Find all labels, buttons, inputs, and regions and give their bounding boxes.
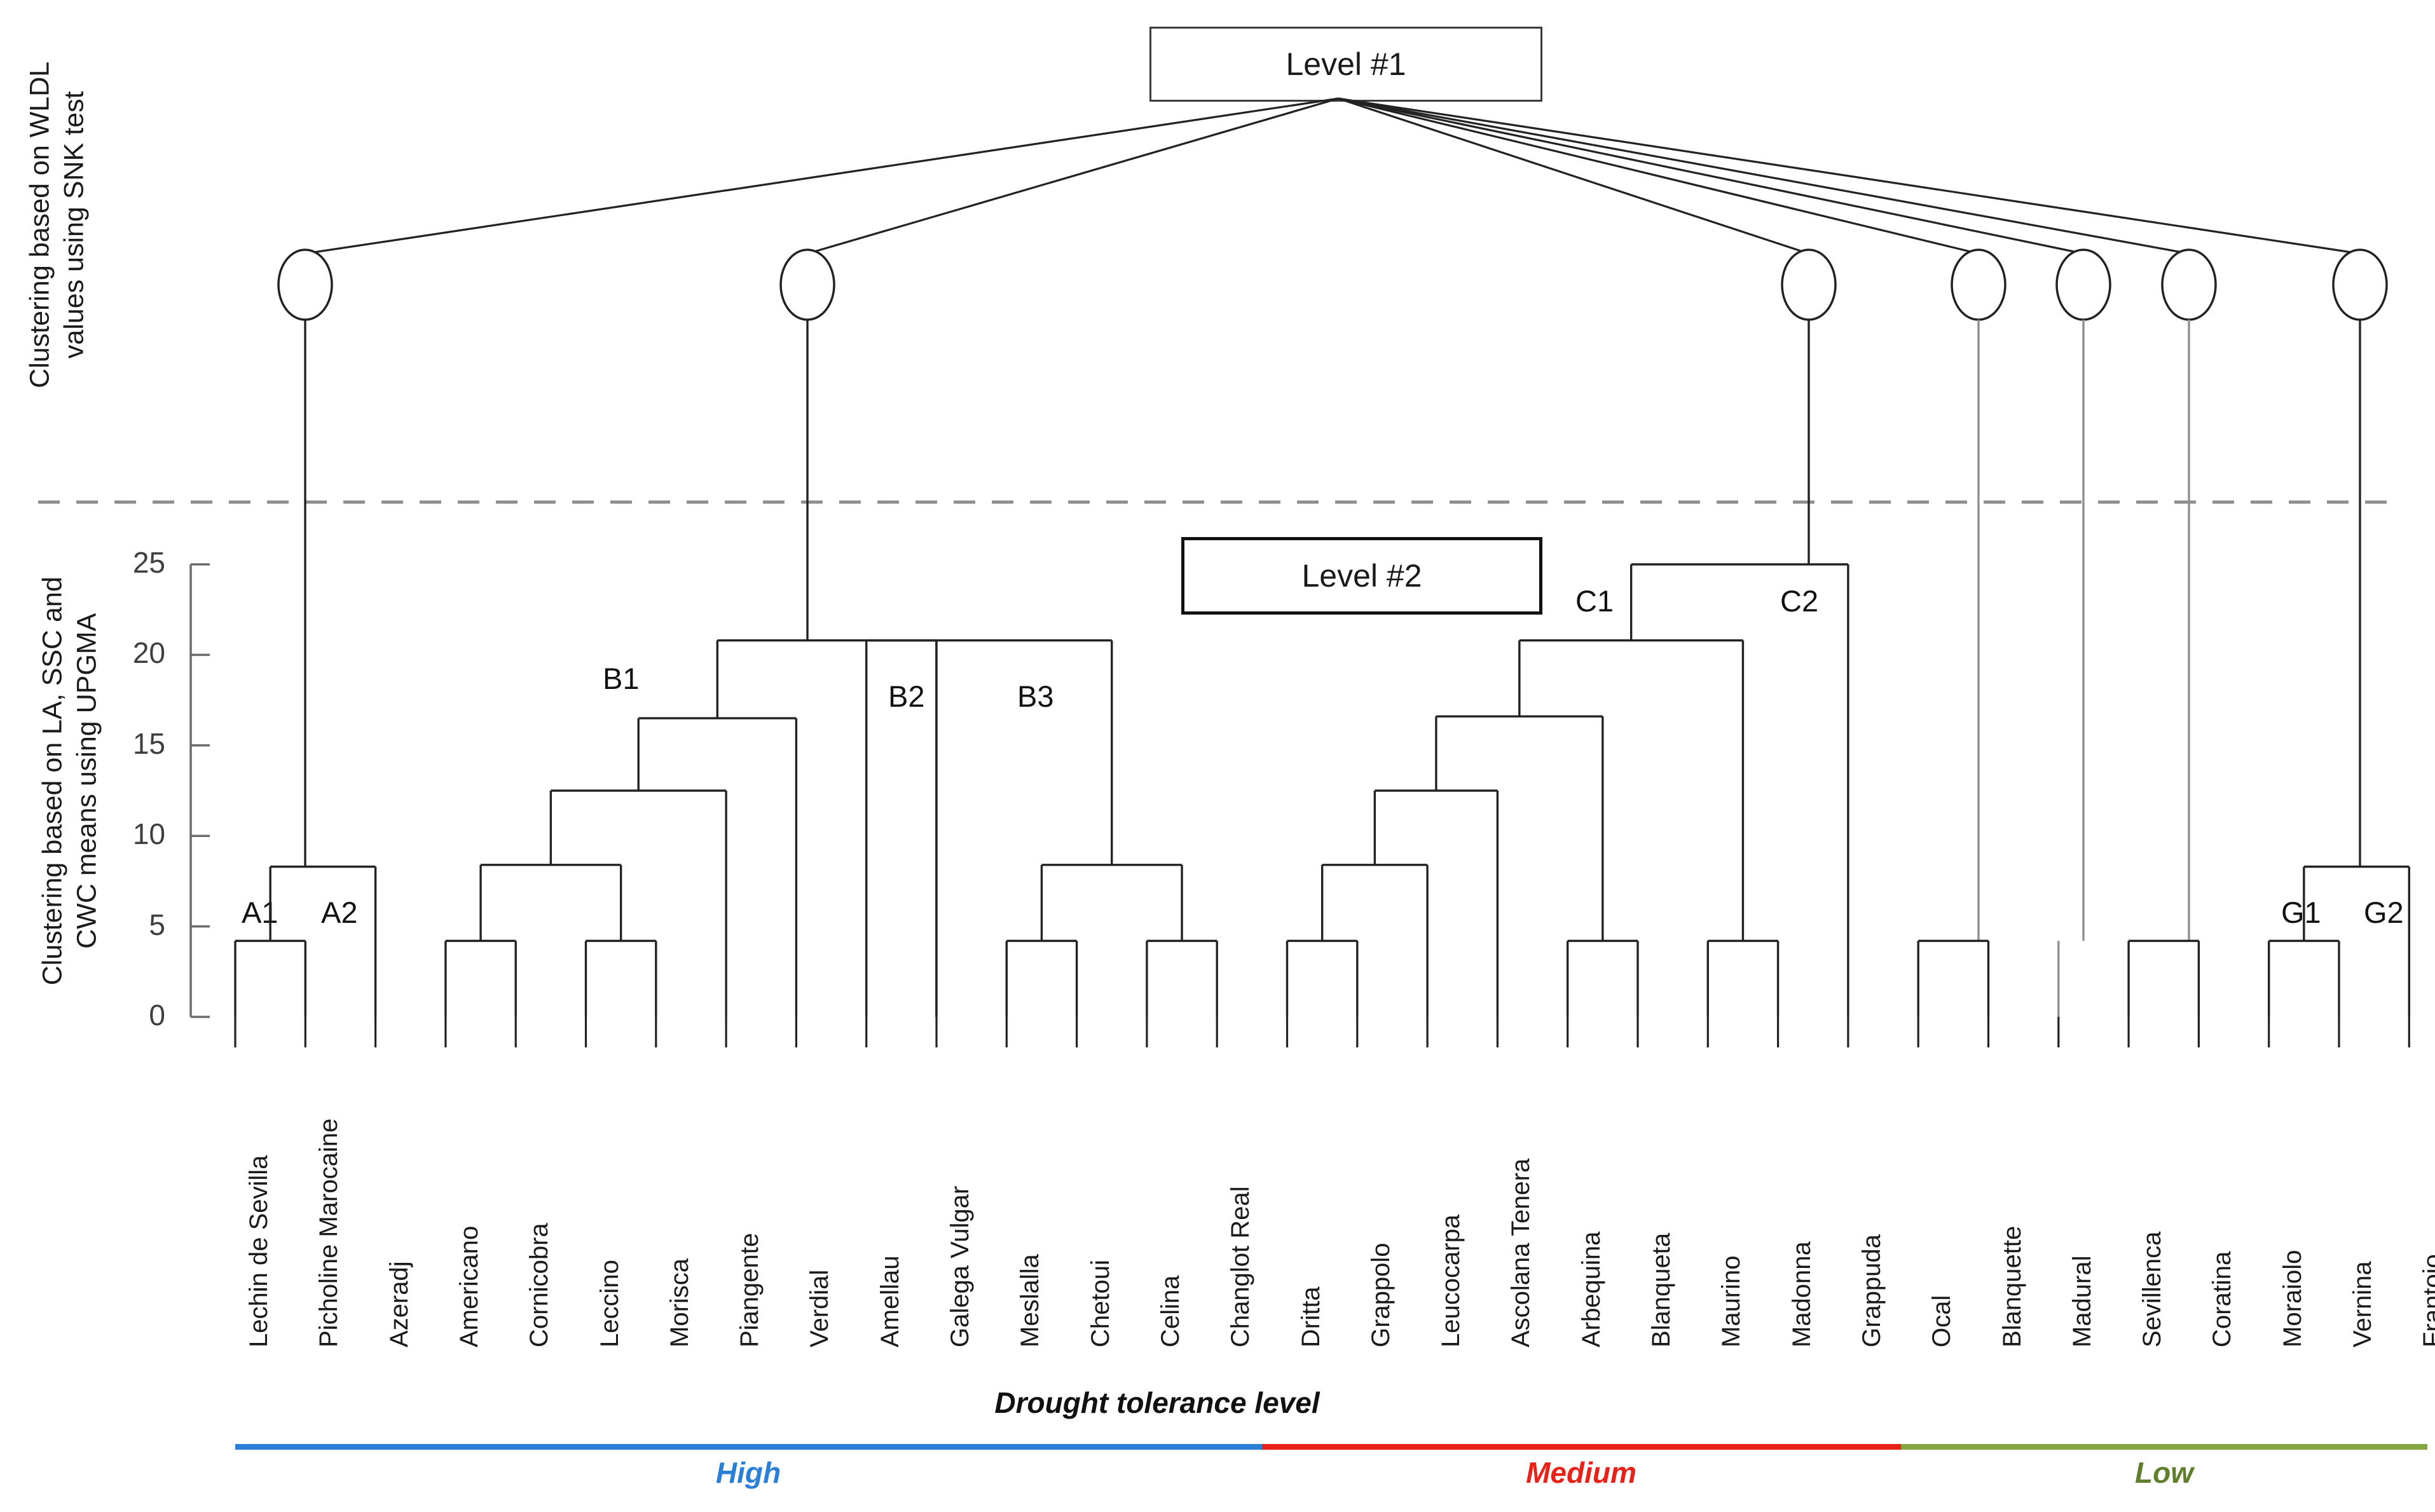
subcluster-label-G1: G1 [2281, 896, 2321, 929]
subcluster-label-C2: C2 [1780, 584, 1819, 618]
tolerance-label-low: Low [2135, 1456, 2193, 1489]
tolerance-bar-high [235, 1444, 1262, 1450]
snk-branch-B [807, 97, 1339, 255]
snk-circle-C [1781, 249, 1837, 321]
snk-branch-A [305, 97, 1339, 255]
snk-circle-F [2161, 249, 2217, 321]
snk-branch-F [1338, 97, 2190, 255]
snk-branch-D [1338, 97, 1979, 255]
snk-branch-E [1338, 97, 2084, 255]
subcluster-label-B3: B3 [1017, 679, 1054, 713]
ytick-25: 25 [132, 546, 165, 579]
ytick-5: 5 [149, 908, 165, 941]
subcluster-label-C1: C1 [1575, 584, 1614, 618]
ytick-10: 10 [132, 817, 165, 850]
subcluster-label-A2: A2 [321, 896, 358, 929]
subcluster-label-A1: A1 [242, 896, 278, 929]
snk-branch-G [1338, 97, 2361, 255]
snk-circle-D [1951, 249, 2006, 321]
subcluster-label-B2: B2 [888, 679, 925, 713]
tolerance-label-high: High [715, 1456, 781, 1489]
tolerance-label-medium: Medium [1526, 1456, 1636, 1489]
snk-circle-A [277, 249, 333, 321]
snk-circle-E [2055, 249, 2111, 321]
snk-circle-G [2332, 249, 2388, 321]
tolerance-bar-medium [1262, 1444, 1901, 1450]
ytick-15: 15 [132, 727, 165, 760]
snk-branch-C [1338, 97, 1809, 255]
subcluster-label-B1: B1 [603, 662, 640, 695]
subcluster-label-G2: G2 [2364, 896, 2404, 929]
snk-circle-B [779, 249, 835, 321]
level2-box: Level #2 [1181, 537, 1542, 615]
xaxis-title: Drought tolerance level [994, 1386, 1320, 1419]
tolerance-bar-low [1901, 1444, 2427, 1450]
ytick-20: 20 [132, 636, 165, 669]
ytick-0: 0 [149, 998, 165, 1032]
